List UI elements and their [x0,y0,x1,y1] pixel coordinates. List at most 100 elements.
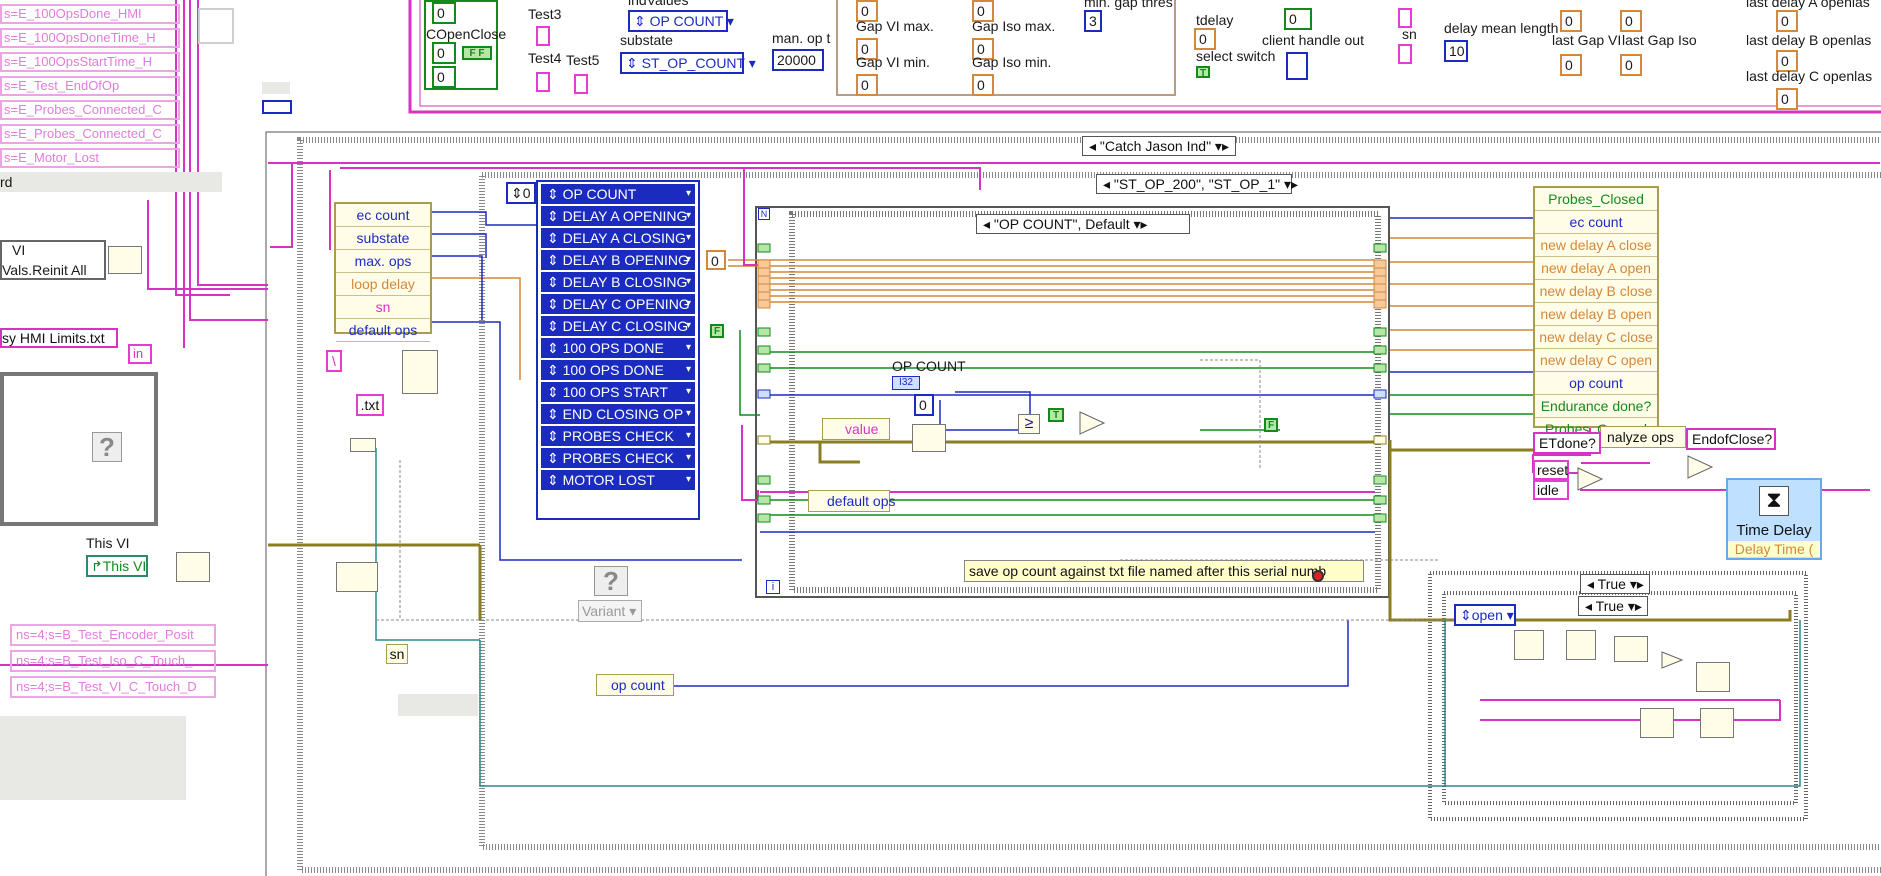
file-dialog-node[interactable] [336,562,378,592]
gap-vi-min-value[interactable]: 0 [856,74,878,96]
left-case-structure[interactable]: ? [0,372,158,526]
open-ring[interactable]: ⇕open ▾ [1454,604,1516,626]
enum-item-delay-c-opening[interactable]: ⇕ DELAY C OPENING▾ [541,294,695,314]
left-constant-1[interactable]: s=E_100OpsDone_HMI [0,4,180,24]
open-file-node[interactable] [1514,630,1544,660]
sn-top-indicator[interactable] [1398,44,1412,64]
delay-time-input[interactable]: Delay Time ( [1728,541,1820,557]
read-text-node[interactable] [1566,630,1596,660]
client-handle-refnum[interactable] [1286,52,1308,80]
last-gap-iso-value[interactable]: 0 [1620,54,1642,76]
time-delay-express-vi[interactable]: ⧗ Time Delay Delay Time ( [1726,478,1822,560]
close-file-node[interactable] [1700,708,1734,738]
enum-item-100-ops-start[interactable]: ⇕ 100 OPS START▾ [541,382,695,402]
min-gap-value[interactable]: 3 [1084,10,1102,32]
for-loop-i-terminal[interactable]: i [766,580,780,594]
gap-iso-max-value[interactable]: 0 [972,38,994,60]
enum-item-100-ops-done-2[interactable]: ⇕ 100 OPS DONE▾ [541,360,695,380]
top-value[interactable]: 0 [432,2,456,24]
txt-constant[interactable]: .txt [356,394,384,416]
variant-to-data-node[interactable] [912,424,946,452]
default-ops-node[interactable]: default ops [808,490,896,512]
left-array-box[interactable] [198,8,234,44]
build-path-node[interactable] [402,350,438,394]
select-switch-bool[interactable]: T [1196,66,1210,79]
left-constant-7[interactable]: s=E_Motor_Lost [0,148,180,168]
false-constant-left[interactable]: F [710,324,724,338]
bundle-by-name-right[interactable]: Probes_Closed ec count new delay A close… [1533,186,1659,441]
test3-indicator[interactable] [536,26,550,46]
for-loop-case-selector[interactable]: ◂ "OP COUNT", Default ▾▸ [976,214,1190,234]
analyze-ops-node[interactable]: nalyze ops [1600,426,1686,448]
test4-indicator[interactable] [536,72,550,92]
enum-item-100-ops-done-1[interactable]: ⇕ 100 OPS DONE▾ [541,338,695,358]
last-delay-c-value[interactable]: 0 [1776,88,1798,110]
enum-array-constant[interactable]: ⇕ OP COUNT▾ ⇕ DELAY A OPENING▾ ⇕ DELAY A… [536,180,700,520]
enum-item-delay-a-closing[interactable]: ⇕ DELAY A CLOSING▾ [541,228,695,248]
left-small-node[interactable] [262,100,292,114]
property-node-icon[interactable] [176,552,210,582]
enum-array-index[interactable]: ⇕0 [506,182,536,204]
compare-node-icon[interactable] [1660,650,1684,670]
for-loop-n-terminal[interactable]: N [758,208,770,220]
enum-item-op-count[interactable]: ⇕ OP COUNT▾ [541,184,695,204]
write-text-node[interactable] [1640,708,1674,738]
dbld-indicator[interactable] [1398,8,1412,28]
this-vi-reference[interactable]: ↱This VI [86,555,148,577]
op-count-value[interactable]: 0 [914,394,934,416]
gap-iso-min-value[interactable]: 0 [972,74,994,96]
client-value[interactable]: 0 [1284,8,1312,30]
left-constant-4[interactable]: s=E_Test_EndOfOp [0,76,180,96]
equal-node[interactable]: ≥ [1018,414,1040,434]
variant-ring[interactable]: Variant ▾ [578,600,642,622]
true-constant[interactable]: T [1048,408,1064,422]
last-gap-vi-value[interactable]: 0 [1560,54,1582,76]
left-constant-2[interactable]: s=E_100OpsDoneTime_H [0,28,180,48]
bottom-constant-2[interactable]: ns=4;s=B_Test_Iso_C_Touch_ [10,650,216,672]
gap-vi-max-value[interactable]: 0 [856,38,878,60]
copenclose-value-1[interactable]: 0 [432,42,456,64]
enum-item-end-closing-op[interactable]: ⇕ END CLOSING OP▾ [541,404,695,424]
new-gap-iso-value[interactable]: 0 [1620,10,1642,32]
true-case-selector-outer[interactable]: ◂ True ▾▸ [1580,574,1650,594]
copenclose-bool-pair[interactable]: F F [462,46,492,60]
man-op-value[interactable]: 20000 [772,49,824,71]
indvalues-ring[interactable]: ⇕ OP COUNT ▾ [628,10,734,32]
delay-mean-value[interactable]: 10 [1444,40,1468,62]
select-node-right-1[interactable] [1576,466,1604,492]
copenclose-value-2[interactable]: 0 [432,66,456,88]
invoke-node-icon[interactable] [108,246,142,274]
test5-indicator[interactable] [574,74,588,94]
enum-item-delay-a-opening[interactable]: ⇕ DELAY A OPENING▾ [541,206,695,226]
left-constant-3[interactable]: s=E_100OpsStartTime_H [0,52,180,72]
etdone-node[interactable]: ETdone? [1533,432,1601,454]
last-delay-b-value[interactable]: 0 [1776,50,1798,72]
substate-ring[interactable]: ⇕ ST_OP_COUNT ▾ [620,52,756,74]
left-question-node[interactable]: ? [92,432,122,462]
backslash-constant[interactable]: \ [326,350,342,372]
enum-item-delay-c-closing[interactable]: ⇕ DELAY C CLOSING▾ [541,316,695,336]
concat-node[interactable] [350,438,376,452]
outer-case-selector[interactable]: ◂ "Catch Jason Ind" ▾▸ [1082,136,1236,156]
unbundle-by-name-left[interactable]: ec count substate max. ops loop delay sn… [334,202,432,342]
op-count-bottom-node[interactable]: op count [596,674,674,696]
select-node-icon[interactable] [1078,410,1106,436]
format-string-node[interactable] [1696,662,1730,692]
left-constant-5[interactable]: s=E_Probes_Connected_C [0,100,180,120]
scan-string-node[interactable] [1614,636,1648,662]
idle-constant[interactable]: idle [1533,480,1569,500]
endofclose-node[interactable]: EndofClose? [1686,428,1776,450]
bottom-constant-3[interactable]: ns=4;s=B_Test_VI_C_Touch_D [10,676,216,698]
true-case-selector-inner[interactable]: ◂ True ▾▸ [1578,596,1648,616]
last-delay-a-value[interactable]: 0 [1776,10,1798,32]
enum-item-delay-b-closing[interactable]: ⇕ DELAY B CLOSING▾ [541,272,695,292]
reset-constant[interactable]: reset [1533,460,1569,480]
gap-vi-max-top[interactable]: 0 [856,0,878,22]
tdelay-value[interactable]: 0 [1194,28,1216,50]
in-terminal[interactable]: in [128,344,152,364]
enum-item-motor-lost[interactable]: ⇕ MOTOR LOST▾ [541,470,695,490]
vi-reinit-node[interactable]: VI Vals.Reinit All [0,240,106,280]
inner-case-selector[interactable]: ◂ "ST_OP_200", "ST_OP_1" ▾▸ [1096,174,1298,194]
hmi-limits-path[interactable]: sy HMI Limits.txt [0,328,118,348]
enum-item-probes-check-2[interactable]: ⇕ PROBES CHECK▾ [541,448,695,468]
